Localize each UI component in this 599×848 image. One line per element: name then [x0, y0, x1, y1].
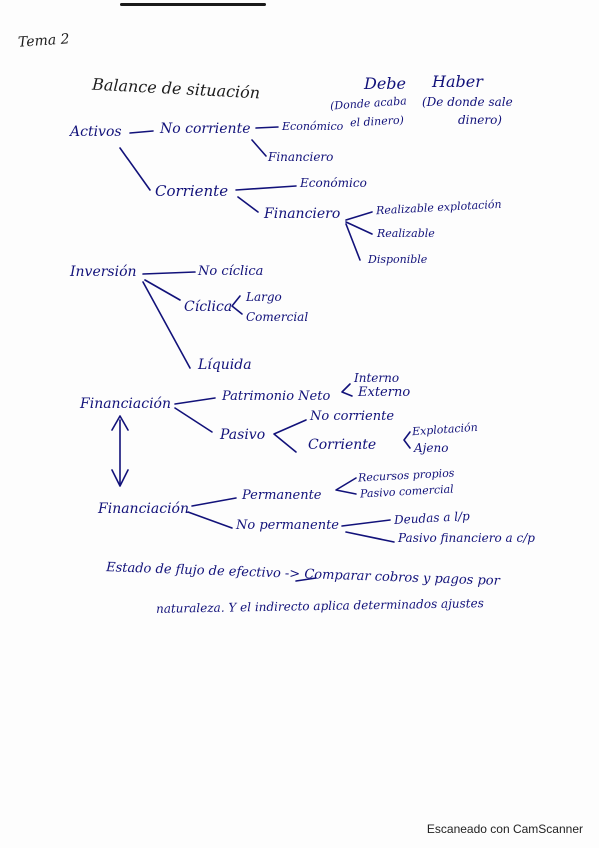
- activos-corriente: Corriente: [155, 182, 229, 200]
- disponible: Disponible: [368, 253, 428, 266]
- line-realizable-expl: [345, 211, 373, 221]
- line-nc-economico: [255, 126, 279, 129]
- line-f1-pasivo: [174, 407, 213, 433]
- activos-label: Activos: [70, 124, 122, 140]
- line-inv-ciclica: [144, 279, 181, 301]
- scanner-watermark: Escaneado con CamScanner: [426, 822, 583, 836]
- inversion-liquida: Líquida: [198, 357, 252, 373]
- line-disponible: [345, 223, 361, 261]
- permanente: Permanente: [242, 488, 322, 503]
- debe-label: Debe: [364, 74, 407, 93]
- pasivo-financiero-cp: Pasivo financiero a c/p: [398, 531, 535, 545]
- pasivo-corriente: Corriente: [308, 437, 377, 453]
- line-nc-financiero: [251, 139, 267, 157]
- line-inv-liquida: [142, 281, 191, 369]
- line-pn-bracket: [341, 383, 353, 397]
- line-pasivo-bracket: [273, 419, 307, 453]
- line-activos-nocorriente: [129, 130, 154, 134]
- activos-c-financiero: Financiero: [264, 206, 341, 222]
- debe-note-2: el dinero): [349, 113, 405, 130]
- activos-nc-financiero: Financiero: [268, 150, 334, 164]
- pasivo-label: Pasivo: [220, 427, 266, 443]
- deudas-lp: Deudas a l/p: [393, 509, 471, 527]
- line-f1-pn: [174, 397, 216, 405]
- line-f2-noperm: [187, 511, 233, 529]
- no-permanente: No permanente: [236, 518, 339, 533]
- note-arrow: [295, 577, 317, 582]
- line-noperm-deudas: [341, 519, 391, 527]
- line-corr-bracket: [403, 431, 411, 449]
- line-activos-corriente: [119, 147, 151, 191]
- line-noperm-pasivofin: [345, 531, 395, 543]
- inversion-no-ciclica: No cíclica: [198, 264, 264, 279]
- double-arrow-head-up: [111, 415, 129, 431]
- inversion-largo: Largo: [246, 290, 282, 304]
- haber-note-1: (De donde sale: [422, 95, 513, 109]
- financiacion-2-label: Financiación: [98, 501, 189, 517]
- activos-nc-economico: Económico: [282, 120, 344, 133]
- realizable: Realizable: [377, 227, 435, 240]
- scan-edge-artifact: [120, 3, 266, 6]
- line-ciclica-bracket: [231, 295, 243, 315]
- activos-no-corriente: No corriente: [160, 121, 251, 137]
- line-c-financiero: [237, 196, 259, 213]
- topic-label: Tema 2: [17, 31, 71, 51]
- line-perm-bracket: [335, 477, 357, 495]
- haber-note-2: dinero): [458, 113, 502, 127]
- activos-c-economico: Económico: [300, 176, 367, 190]
- haber-label: Haber: [432, 72, 483, 91]
- inversion-label: Inversión: [70, 264, 137, 280]
- line-realizable: [345, 221, 373, 235]
- line-c-economico: [235, 185, 297, 191]
- double-arrow-head-down: [111, 469, 129, 487]
- line-inv-nociclica: [142, 271, 196, 275]
- pasivo-no-corriente: No corriente: [310, 409, 395, 424]
- financiacion-1-label: Financiación: [80, 396, 171, 412]
- corriente-ajeno: Ajeno: [414, 441, 449, 455]
- inversion-ciclica: Cíclica: [184, 299, 233, 315]
- pn-externo: Externo: [358, 385, 411, 400]
- line-f2-perm: [191, 497, 237, 507]
- pn-interno: Interno: [354, 371, 400, 385]
- patrimonio-neto: Patrimonio Neto: [222, 389, 331, 404]
- inversion-comercial: Comercial: [246, 310, 309, 324]
